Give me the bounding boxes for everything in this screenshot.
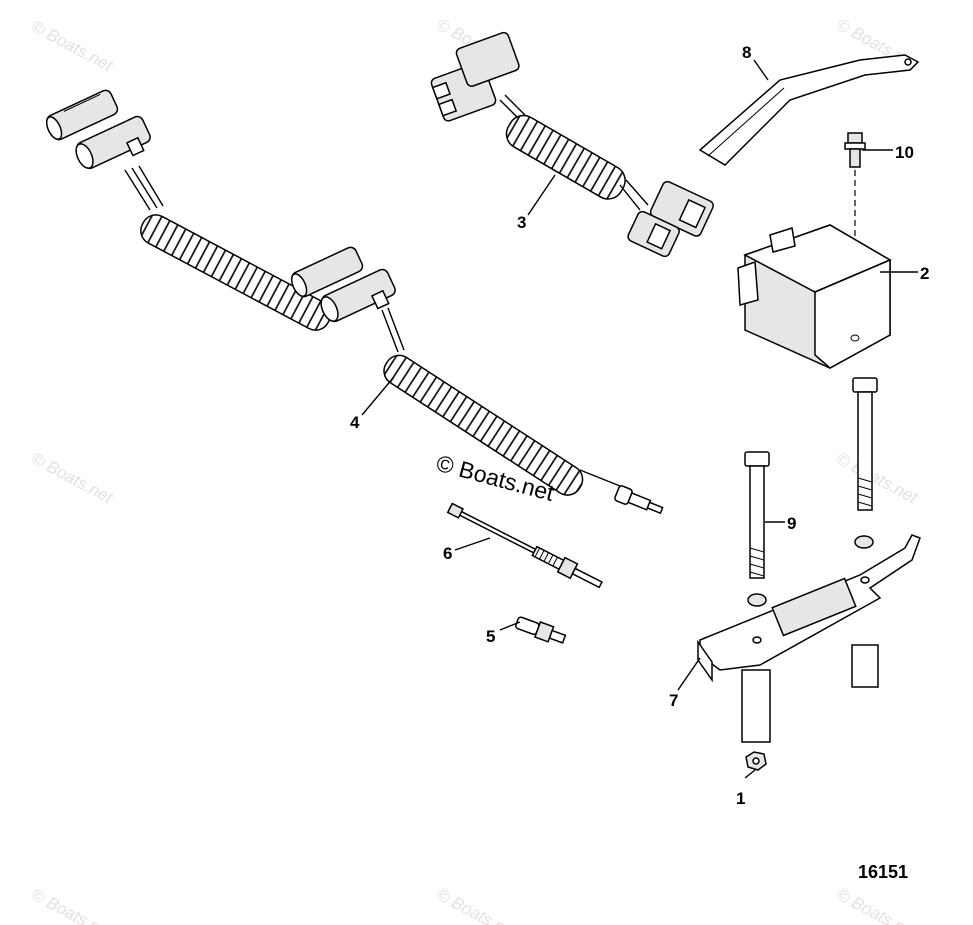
part-4-harness-drawing xyxy=(45,89,664,515)
callout-6: 6 xyxy=(443,544,452,563)
part-2-module-drawing xyxy=(737,224,892,369)
leader-lines xyxy=(361,59,918,779)
callout-9: 9 xyxy=(787,514,796,533)
callout-2: 2 xyxy=(920,264,929,283)
watermark: © Boats.net xyxy=(28,449,117,508)
part-3-harness-drawing xyxy=(430,31,714,258)
figure-number: 16151 xyxy=(858,862,908,882)
watermark: © Boats.net xyxy=(833,449,922,508)
watermark: © Boats.net xyxy=(833,885,922,925)
part-6-glow-plug-drawing xyxy=(446,502,603,589)
part-7-bracket-drawing xyxy=(697,534,921,743)
callouts: 1 2 3 4 5 6 7 8 9 10 xyxy=(350,43,929,808)
part-1-nut-drawing xyxy=(745,751,767,771)
callout-8: 8 xyxy=(742,43,751,62)
callout-10: 10 xyxy=(895,143,914,162)
callout-4: 4 xyxy=(350,413,360,432)
part-5-sensor-drawing xyxy=(515,616,567,644)
callout-1: 1 xyxy=(736,789,745,808)
callout-3: 3 xyxy=(517,213,526,232)
callout-7: 7 xyxy=(669,691,678,710)
watermark: © Boats.net xyxy=(28,17,117,76)
watermark: © Boats.net xyxy=(28,885,117,925)
callout-5: 5 xyxy=(486,627,495,646)
part-8-strap-drawing xyxy=(698,54,920,166)
part-9-bolts-drawing xyxy=(744,377,878,607)
watermark: © Boats.net xyxy=(433,885,522,925)
